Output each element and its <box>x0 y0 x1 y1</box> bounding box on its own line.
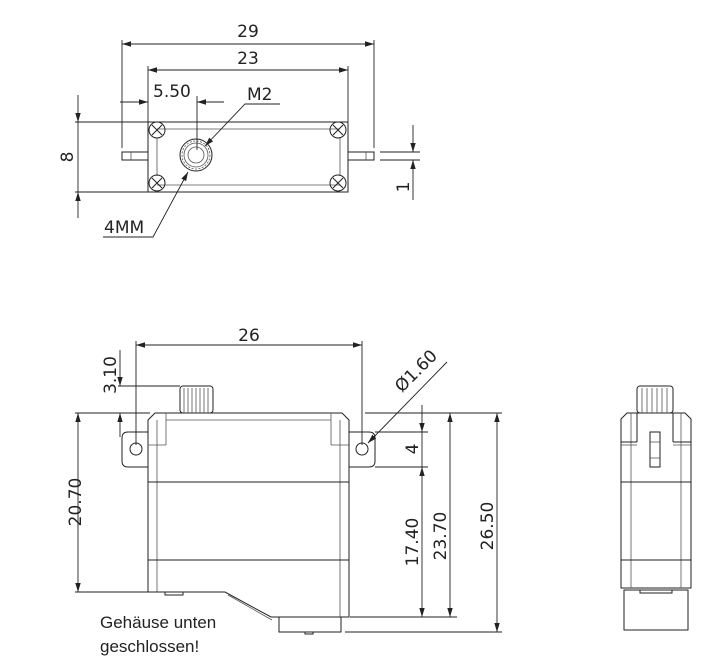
dim-3-10-label: 3.10 <box>101 356 121 394</box>
dim-26-label: 26 <box>238 326 260 346</box>
output-spline <box>179 385 214 414</box>
screw-icon <box>329 174 347 192</box>
dim-1-label: 1 <box>394 182 414 193</box>
dim-5-50-label: 5.50 <box>153 82 191 102</box>
front-body <box>121 412 376 635</box>
output-shaft <box>179 138 213 172</box>
4mm-label: 4MM <box>104 218 144 238</box>
top-view: 29 23 5.50 M2 4MM 8 1 <box>58 22 420 238</box>
dim-8-label: 8 <box>58 152 78 163</box>
dim-17-40-label: 17.40 <box>403 518 423 567</box>
dim-23-label: 23 <box>237 49 259 69</box>
m2-label: M2 <box>247 85 272 105</box>
screw-holes <box>148 121 347 192</box>
dim-29-label: 29 <box>237 22 259 42</box>
dim-diameter-label: Ø1.60 <box>391 346 441 396</box>
dim-26-50-label: 26.50 <box>478 502 498 551</box>
side-view <box>620 385 692 631</box>
screw-icon <box>148 174 166 192</box>
dim-20-70-label: 20.70 <box>66 478 86 527</box>
screw-icon <box>148 121 166 139</box>
dim-23-70-label: 23.70 <box>431 512 451 561</box>
top-body <box>121 121 375 193</box>
note-line-2: geschlossen! <box>100 637 199 656</box>
note-line-1: Gehäuse unten <box>100 613 216 632</box>
dim-4-label: 4 <box>403 444 423 455</box>
screw-icon <box>329 121 347 139</box>
front-view: 26 3.10 20.70 Ø1.60 4 17.40 23.70 26.50 … <box>66 326 502 656</box>
